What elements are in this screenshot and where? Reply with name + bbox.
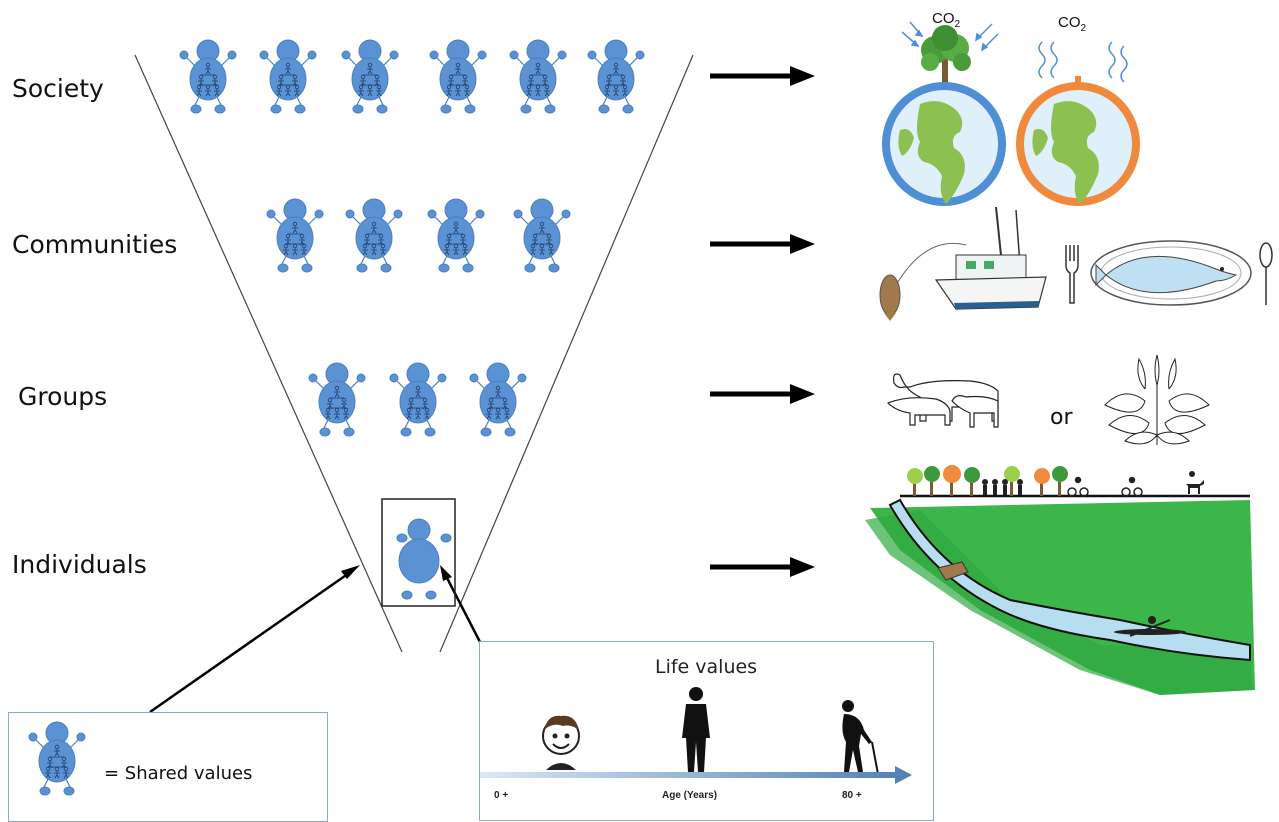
trees-row-icon xyxy=(907,465,1068,496)
arrow-society xyxy=(710,66,815,86)
shared-values-figure-communities-1 xyxy=(266,198,324,273)
shared-values-figure-society-5 xyxy=(509,39,567,114)
age-end-label: 80 + xyxy=(842,790,862,801)
shared-values-figure-communities-3 xyxy=(427,198,485,273)
arrow-legend-to-individual xyxy=(149,565,360,714)
arrow-individuals xyxy=(710,557,815,577)
shared-values-figure-communities-4 xyxy=(513,198,571,273)
rowboat-icon xyxy=(937,561,969,581)
shared-values-figure-society-3 xyxy=(341,39,399,114)
co2-label-left: CO2 xyxy=(932,10,961,30)
life-values-title: Life values xyxy=(655,656,758,678)
kayaker-icon xyxy=(1114,616,1186,637)
shared-values-figure-groups-2 xyxy=(389,362,447,437)
co2-label-right: CO2 xyxy=(1058,14,1087,34)
shared-values-figure-society-6 xyxy=(587,39,645,114)
label-groups: Groups xyxy=(18,382,108,411)
label-society: Society xyxy=(12,74,104,103)
wheat-illustration xyxy=(1104,354,1210,445)
livestock-illustration xyxy=(886,373,999,428)
earth-blue-icon xyxy=(882,82,1006,206)
label-individuals: Individuals xyxy=(12,550,147,579)
caught-fish-icon xyxy=(879,274,901,321)
label-communities: Communities xyxy=(12,230,178,259)
fork-icon xyxy=(1065,245,1079,304)
legend-shared-values-icon xyxy=(28,721,86,796)
arrow-groups xyxy=(710,384,815,404)
arrow-communities xyxy=(710,234,815,254)
legend-shared-values-figure xyxy=(28,721,86,796)
horse-rider-icon xyxy=(1186,471,1204,494)
legend-box: = Shared values xyxy=(8,712,328,822)
shared-values-figure-society-2 xyxy=(259,39,317,114)
funnel-right-edge xyxy=(439,54,694,653)
adult-icon xyxy=(682,687,710,772)
earth-illustrations xyxy=(882,21,1140,206)
shared-values-figure-society-4 xyxy=(429,39,487,114)
age-axis-label: Age (Years) xyxy=(662,790,718,801)
shared-values-figure-communities-2 xyxy=(345,198,403,273)
legend-text: = Shared values xyxy=(104,763,253,784)
fishing-illustration xyxy=(879,206,1273,321)
shared-values-figure-society-1 xyxy=(179,39,237,114)
age-start-label: 0 + xyxy=(494,790,509,801)
cyclist-icon xyxy=(1067,476,1143,497)
groups-or-text: or xyxy=(1050,405,1073,430)
funnel-left-edge xyxy=(134,54,403,653)
child-icon xyxy=(542,715,580,770)
elderly-icon xyxy=(842,700,879,775)
individual-highlight-box xyxy=(381,498,456,607)
runners-icon xyxy=(982,479,1023,495)
fishing-boat-icon xyxy=(934,206,1047,310)
arrow-lifevalues-to-individual xyxy=(440,565,482,643)
shared-values-figure-groups-3 xyxy=(469,362,527,437)
tree-icon xyxy=(921,25,971,84)
earth-orange-icon xyxy=(1016,76,1140,206)
spoon-icon xyxy=(1259,242,1273,305)
shared-values-figure-groups-1 xyxy=(308,362,366,437)
age-axis-arrow xyxy=(480,766,912,784)
fish-plate-icon xyxy=(1090,240,1252,306)
life-values-box: Life values 0 + Age (Years) 80 + xyxy=(479,641,934,821)
river-landscape xyxy=(865,465,1255,695)
individual-figure xyxy=(396,518,452,600)
